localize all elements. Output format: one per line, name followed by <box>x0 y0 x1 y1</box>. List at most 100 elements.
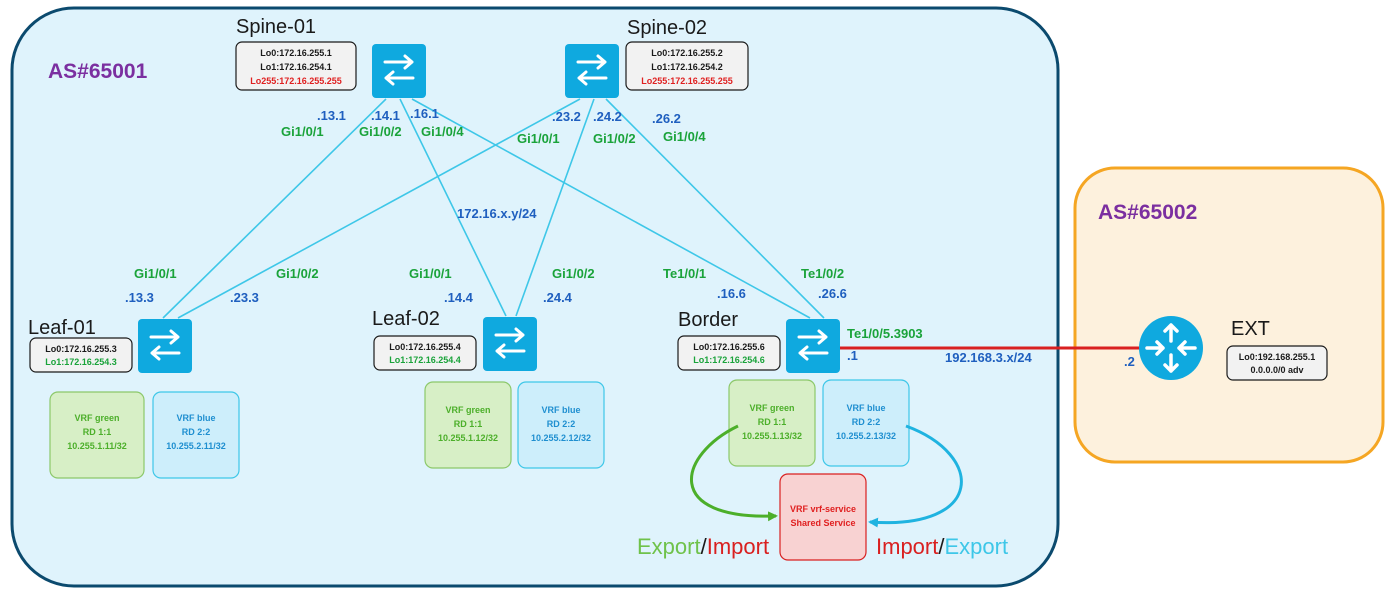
spine01-name: Spine-01 <box>236 16 316 38</box>
as65002-area <box>1073 166 1385 464</box>
vrf-name: VRF blue <box>176 413 215 423</box>
ext-lo0: Lo0:192.168.255.1 <box>1239 352 1316 362</box>
border-te2-label: Te1/0/2 <box>801 266 844 281</box>
spine01-lo255: Lo255:172.16.255.255 <box>250 76 342 86</box>
spine02-loopbacks: Lo0:172.16.255.2 Lo1:172.16.254.2 Lo255:… <box>625 41 749 91</box>
fabric-links <box>162 98 825 319</box>
blue-leak-arrow <box>868 424 963 528</box>
left-export-import-legend: Export/Import <box>637 534 769 559</box>
vrf-name: VRF green <box>749 403 794 413</box>
leaf02-lo0: Lo0:172.16.255.4 <box>389 342 461 352</box>
spine01-loopbacks: Lo0:172.16.255.1 Lo1:172.16.254.1 Lo255:… <box>235 41 357 91</box>
spine01-lo0: Lo0:172.16.255.1 <box>260 48 332 58</box>
ext-ip: .2 <box>1124 354 1135 369</box>
spine02-lo0: Lo0:172.16.255.2 <box>651 48 723 58</box>
spine02-gi1-label: Gi1/0/1 <box>517 131 560 146</box>
vrf-rd: RD 2:2 <box>182 427 211 437</box>
link-spine01-leaf02 <box>399 98 507 317</box>
vrf-prefix: 10.255.2.12/32 <box>531 433 591 443</box>
vrf-name: VRF green <box>445 405 490 415</box>
border-ip-16: .16.6 <box>717 286 746 301</box>
vrf-name: VRF blue <box>541 405 580 415</box>
leaf01-name: Leaf-01 <box>28 317 96 339</box>
border-name: Border <box>678 309 738 331</box>
vrf-rd: RD 1:1 <box>83 427 112 437</box>
vrf-name: VRF blue <box>846 403 885 413</box>
border-ext-iface-label: Te1/0/5.3903 <box>847 326 923 341</box>
border-ip-ext: .1 <box>847 348 858 363</box>
spine02-gi4-label: Gi1/0/4 <box>663 129 706 144</box>
as65002-label: AS#65002 <box>1098 201 1197 224</box>
spine02-lo1: Lo1:172.16.254.2 <box>651 62 723 72</box>
leaf02-name: Leaf-02 <box>372 308 440 330</box>
leaf02-switch-icon[interactable] <box>481 315 539 373</box>
leaf02-loopbacks: Lo0:172.16.255.4 Lo1:172.16.254.4 <box>373 335 477 371</box>
link-spine01-leaf01 <box>162 98 387 319</box>
vrf-prefix: 10.255.2.11/32 <box>166 441 226 451</box>
link-spine02-leaf02 <box>515 98 595 317</box>
spine01-switch-icon[interactable] <box>370 42 428 100</box>
border-vrf-blue: VRF blue RD 2:2 10.255.2.13/32 <box>822 379 910 467</box>
leaf02-ip-14: .14.4 <box>444 290 474 305</box>
spine01-gi4-label: Gi1/0/4 <box>421 124 464 139</box>
border-ip-26: .26.6 <box>818 286 847 301</box>
spine01-ip-13: .13.1 <box>317 108 346 123</box>
spine02-ip-23: .23.2 <box>552 109 581 124</box>
ext-name: EXT <box>1231 318 1270 340</box>
link-spine02-leaf01 <box>177 98 581 319</box>
border-vrf-green: VRF green RD 1:1 10.255.1.13/32 <box>728 379 816 467</box>
leaf02-ip-24: .24.4 <box>543 290 573 305</box>
as65001-label: AS#65001 <box>48 60 148 83</box>
spine01-lo1: Lo1:172.16.254.1 <box>260 62 332 72</box>
spine02-gi2-label: Gi1/0/2 <box>593 131 636 146</box>
interface-labels: Gi1/0/1 Gi1/0/2 Gi1/0/4 Gi1/0/1 Gi1/0/2 … <box>134 124 923 341</box>
border-lo0: Lo0:172.16.255.6 <box>693 342 765 352</box>
ext-router-icon[interactable] <box>1139 316 1203 380</box>
vrf-rd: RD 1:1 <box>758 417 787 427</box>
spine02-switch-icon[interactable] <box>563 42 621 100</box>
leaf01-switch-icon[interactable] <box>136 317 194 375</box>
right-import-export-legend: Import/Export <box>876 534 1008 559</box>
external-subnet-label: 192.168.3.x/24 <box>945 350 1033 365</box>
border-loopbacks: Lo0:172.16.255.6 Lo1:172.16.254.6 <box>677 335 781 371</box>
ext-loopbacks: Lo0:192.168.255.1 0.0.0.0/0 adv <box>1226 345 1328 381</box>
ext-default-route: 0.0.0.0/0 adv <box>1250 365 1303 375</box>
link-spine02-border <box>605 98 825 319</box>
vrf-service-desc: Shared Service <box>790 518 855 528</box>
vrf-shared-service: VRF vrf-service Shared Service <box>779 473 867 561</box>
right-import-label: Import <box>876 534 938 559</box>
spine01-gi2-label: Gi1/0/2 <box>359 124 402 139</box>
spine01-ip-14: .14.1 <box>371 108 400 123</box>
border-switch-icon[interactable] <box>784 317 842 375</box>
vrf-rd: RD 1:1 <box>454 419 483 429</box>
leaf01-loopbacks: Lo0:172.16.255.3 Lo1:172.16.254.3 <box>29 337 133 373</box>
spine02-ip-26: .26.2 <box>652 111 681 126</box>
vrf-prefix: 10.255.1.11/32 <box>67 441 127 451</box>
right-export-label: Export <box>944 534 1008 559</box>
left-separator: / <box>701 534 708 559</box>
border-te1-label: Te1/0/1 <box>663 266 706 281</box>
link-spine01-border <box>411 98 811 319</box>
leaf01-ip-13: .13.3 <box>125 290 154 305</box>
spine02-ip-24: .24.2 <box>593 109 622 124</box>
leaf01-gi1-label: Gi1/0/1 <box>134 266 177 281</box>
leaf02-gi2-label: Gi1/0/2 <box>552 266 595 281</box>
left-import-label: Import <box>707 534 769 559</box>
spine02-name: Spine-02 <box>627 17 707 39</box>
spine01-ip-16: .16.1 <box>410 106 439 121</box>
leaf02-vrf-blue: VRF blue RD 2:2 10.255.2.12/32 <box>517 381 605 469</box>
vrf-rd: RD 2:2 <box>547 419 576 429</box>
leaf01-vrf-green: VRF green RD 1:1 10.255.1.11/32 <box>49 391 145 479</box>
right-separator: / <box>938 534 945 559</box>
border-lo1: Lo1:172.16.254.6 <box>693 355 765 365</box>
spine01-gi1-label: Gi1/0/1 <box>281 124 324 139</box>
as65001-area <box>10 6 1060 588</box>
leaf01-lo1: Lo1:172.16.254.3 <box>45 357 117 367</box>
fabric-subnet-label: 172.16.x.y/24 <box>457 206 537 221</box>
spine02-lo255: Lo255:172.16.255.255 <box>641 76 733 86</box>
leaf01-vrf-blue: VRF blue RD 2:2 10.255.2.11/32 <box>152 391 240 479</box>
vrf-prefix: 10.255.1.12/32 <box>438 433 498 443</box>
leaf02-vrf-green: VRF green RD 1:1 10.255.1.12/32 <box>424 381 512 469</box>
vrf-name: VRF green <box>74 413 119 423</box>
leaf01-lo0: Lo0:172.16.255.3 <box>45 344 117 354</box>
